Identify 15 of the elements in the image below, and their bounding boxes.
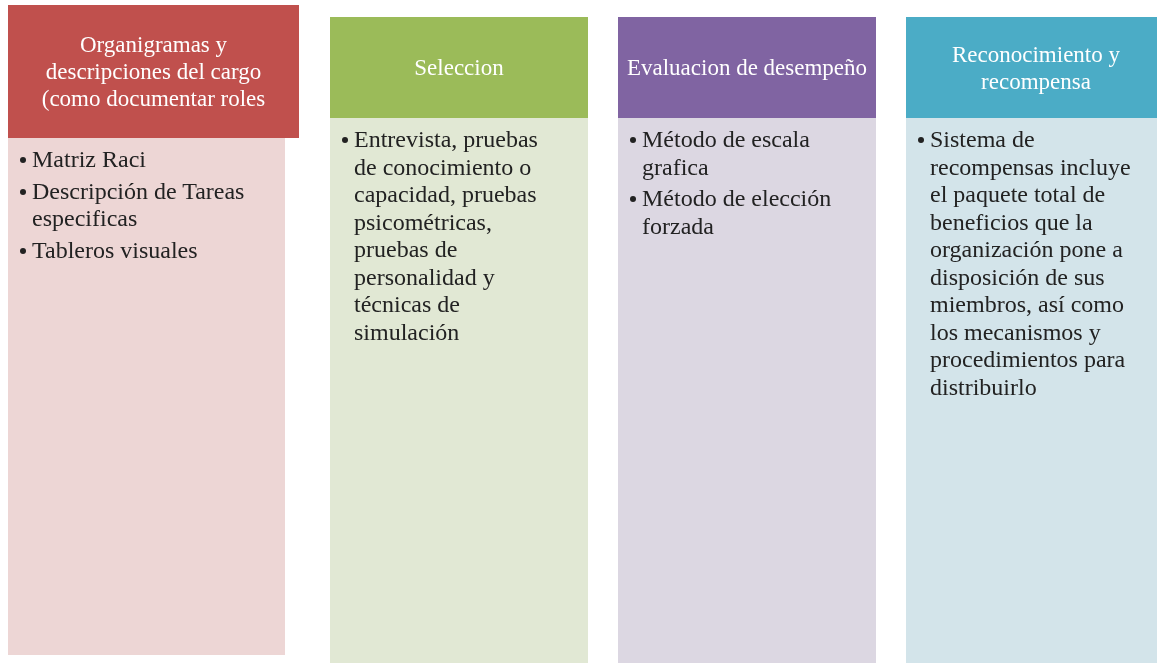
content-panel: [330, 118, 588, 663]
content-panel: [8, 138, 285, 655]
bullet-item: Sistema de recompensas incluye el paquete total de beneficios que la organización pone a disposición de sus miembros, así como los mecanismos y procedimientos para distribuirlo: [930, 126, 1132, 401]
header-box: Reconocimiento y recompensa: [906, 17, 1157, 118]
header-box: Seleccion: [330, 17, 588, 118]
bullet-item: Tableros visuales: [32, 236, 198, 264]
header-box: Evaluacion de desempeño: [618, 17, 876, 118]
bullet-item: Método de elección forzada: [642, 185, 833, 240]
header-box: Organigramas y descripciones del cargo (como documentar roles: [8, 5, 299, 138]
bullet-item: Entrevista, pruebas de conocimiento o capacidad, pruebas psicométricas, pruebas de personalidad y técnicas de simulación: [354, 126, 539, 346]
content-panel: [618, 118, 876, 663]
bullet-item: Método de escala grafica: [642, 126, 811, 181]
bullet-item: Matriz Raci: [32, 146, 146, 174]
content-panel: [906, 118, 1157, 663]
bullet-item: Descripción de Tareas especificas: [32, 177, 246, 233]
